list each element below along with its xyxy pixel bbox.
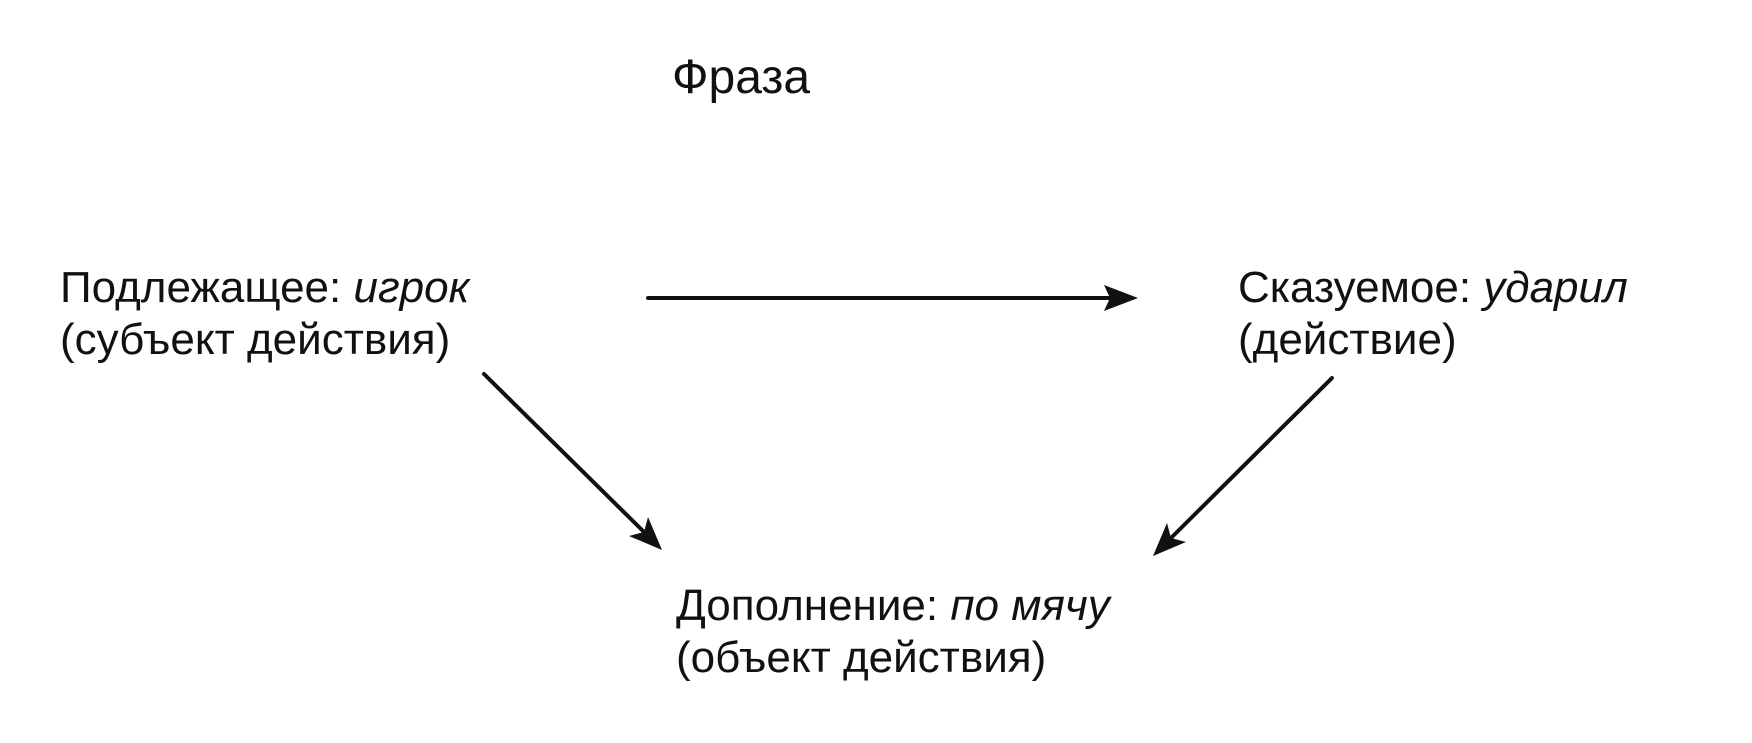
node-subject-heading: Подлежащее: игрок: [60, 262, 469, 314]
node-predicate-role: (действие): [1238, 315, 1457, 364]
diagram-title: Фраза: [672, 51, 811, 104]
edge-subject-to-predicate-arrow: [646, 285, 1138, 311]
node-subject: Подлежащее: игрок (субъект действия): [60, 262, 469, 366]
node-predicate-label: Сказуемое:: [1238, 263, 1484, 312]
node-object-label: Дополнение:: [676, 581, 951, 630]
edge-subject-to-object-arrow: [482, 372, 662, 550]
node-predicate-heading: Сказуемое: ударил: [1238, 262, 1628, 314]
node-object-heading: Дополнение: по мячу: [676, 580, 1110, 632]
node-subject-term: игрок: [353, 263, 470, 312]
node-predicate: Сказуемое: ударил (действие): [1238, 262, 1628, 366]
node-subject-label: Подлежащее:: [60, 263, 354, 312]
node-object-role: (объект действия): [676, 633, 1047, 682]
edge-predicate-to-object-arrow: [1153, 376, 1334, 556]
node-predicate-term: ударил: [1483, 263, 1628, 312]
node-object: Дополнение: по мячу (объект действия): [676, 580, 1110, 684]
node-object-term: по мячу: [950, 581, 1110, 630]
node-subject-role: (субъект действия): [60, 315, 451, 364]
